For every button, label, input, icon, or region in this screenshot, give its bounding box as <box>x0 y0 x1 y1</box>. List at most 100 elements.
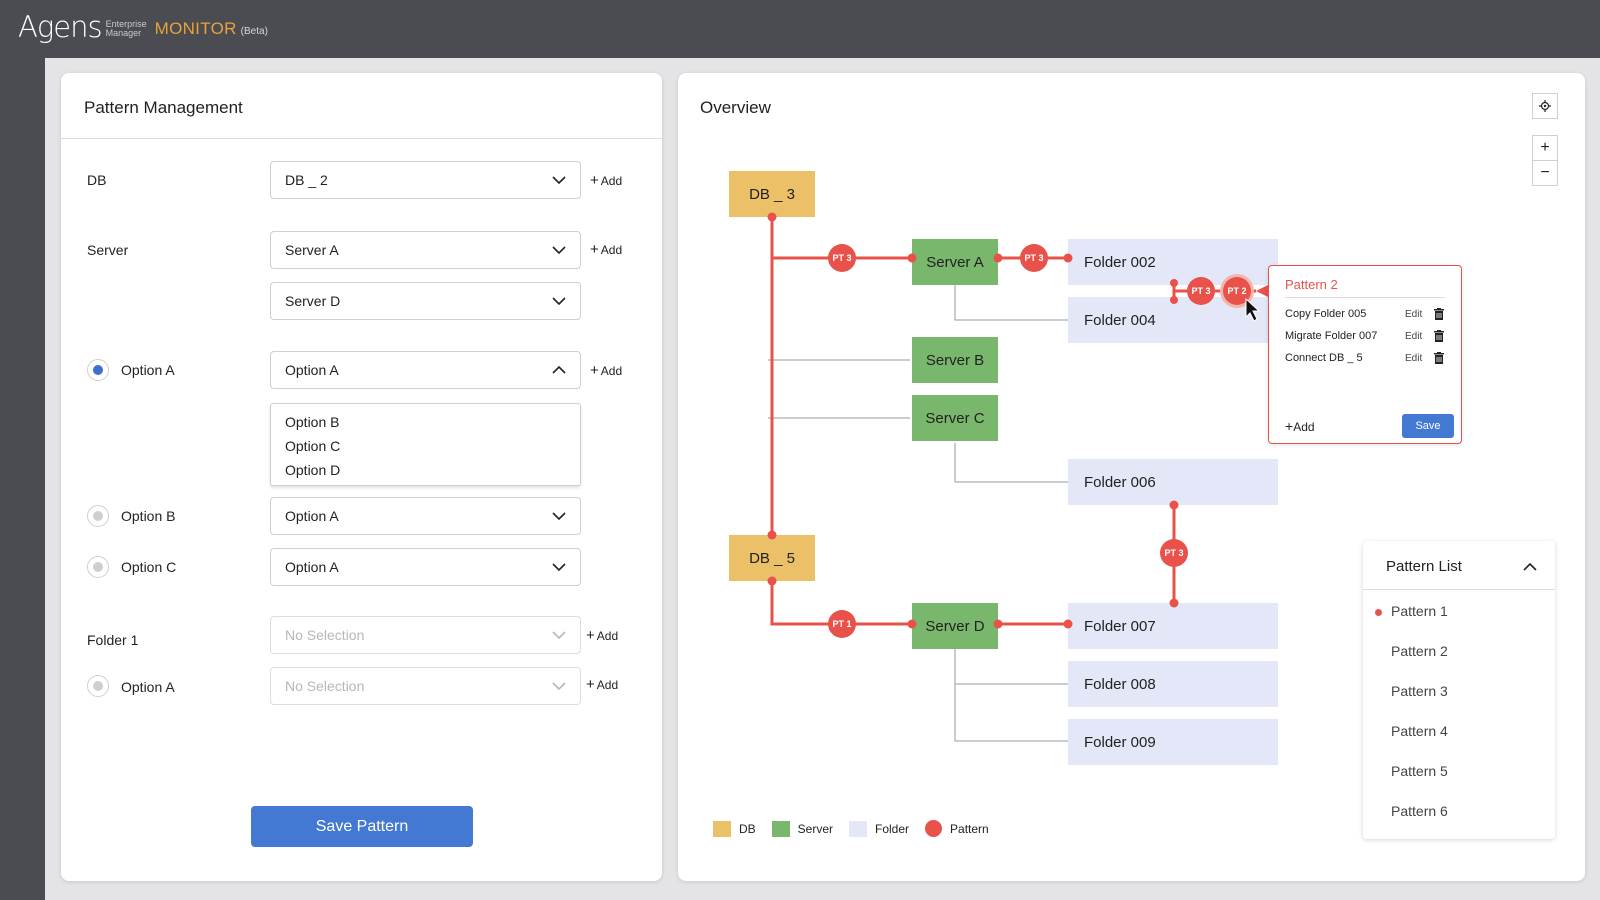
db-nodes: DB _ 3 DB _ 5 <box>729 171 815 581</box>
folder-option-select-value: No Selection <box>285 678 365 694</box>
folder-node[interactable] <box>1068 719 1278 765</box>
trash-icon[interactable] <box>1433 308 1445 320</box>
option-b-radio[interactable] <box>87 505 109 527</box>
edge-endpoint <box>767 576 777 586</box>
legend-item-server: Server <box>771 820 834 837</box>
trash-icon[interactable] <box>1433 330 1445 342</box>
folder-option-select[interactable]: No Selection <box>270 667 581 705</box>
pattern-badge-label: PT 1 <box>832 619 851 629</box>
pattern-badge-selected[interactable] <box>1223 277 1251 305</box>
db-select[interactable]: DB _ 2 <box>270 161 581 199</box>
folder-node[interactable] <box>1068 661 1278 707</box>
db-node[interactable] <box>729 171 815 217</box>
server-node-label: Server B <box>926 352 984 369</box>
pattern-badge[interactable] <box>828 610 856 638</box>
dropdown-option[interactable]: Option D <box>285 462 341 478</box>
edge-endpoint <box>1063 253 1073 263</box>
folder-node-label: Folder 007 <box>1084 618 1156 635</box>
folder-option-add-button[interactable]: +Add <box>586 676 618 693</box>
folder-option-a-radio[interactable] <box>87 675 109 697</box>
server-node[interactable] <box>912 239 998 285</box>
option-c-radio[interactable] <box>87 556 109 578</box>
legend-label: Pattern <box>950 821 989 836</box>
popup-edit-button[interactable]: Edit <box>1405 309 1423 320</box>
folder-node[interactable] <box>1068 459 1278 505</box>
server-node-label: Server D <box>925 618 984 635</box>
popup-row: Connect DB _ 5 Edit <box>1285 352 1455 364</box>
plus-icon: + <box>590 241 599 258</box>
folder-node-label: Folder 008 <box>1084 676 1156 693</box>
gray-connectors <box>768 285 1068 742</box>
option-a-select[interactable]: Option A <box>270 351 581 389</box>
edge-endpoint <box>767 212 777 222</box>
option-c-select[interactable]: Option A <box>270 548 581 586</box>
pattern-badge[interactable] <box>828 244 856 272</box>
mouse-cursor-icon <box>1245 297 1261 322</box>
logo-subtitle-line-2: Manager <box>105 28 142 38</box>
option-a-radio[interactable] <box>87 359 109 381</box>
locate-button[interactable] <box>1532 93 1558 119</box>
db-select-value: DB _ 2 <box>285 172 328 188</box>
server-add-button[interactable]: +Add <box>590 241 622 258</box>
folder-add-button[interactable]: +Add <box>586 627 618 644</box>
server-select-1[interactable]: Server A <box>270 231 581 269</box>
folder-node-label: Folder 006 <box>1084 474 1156 491</box>
server-node[interactable] <box>912 395 998 441</box>
folder-node[interactable] <box>1068 603 1278 649</box>
edge-endpoint <box>1170 296 1178 304</box>
popup-edit-button[interactable]: Edit <box>1405 331 1423 342</box>
legend-swatch <box>771 820 790 837</box>
edge-endpoint <box>1170 279 1178 287</box>
pattern-badge[interactable] <box>1187 277 1215 305</box>
pattern-list-item[interactable]: Pattern 2 <box>1391 643 1448 659</box>
dropdown-option[interactable]: Option C <box>285 438 341 454</box>
popup-row: Migrate Folder 007 Edit <box>1285 330 1455 342</box>
zoom-out-button[interactable]: − <box>1532 160 1558 186</box>
dropdown-option[interactable]: Option B <box>285 414 340 430</box>
pattern-popup: Pattern 2 Copy Folder 005 Edit Migrate F… <box>1268 265 1462 444</box>
legend-label: Server <box>797 821 834 836</box>
pattern-list-title: Pattern List <box>1386 558 1462 575</box>
edge-endpoint <box>1063 619 1073 629</box>
zoom-in-button[interactable]: + <box>1532 135 1558 161</box>
pattern-list-panel: Pattern List Pattern 1 Pattern 2 Pattern… <box>1363 541 1555 839</box>
option-a-add-button[interactable]: +Add <box>590 362 622 379</box>
save-pattern-button[interactable]: Save Pattern <box>251 806 473 847</box>
pattern-badge[interactable] <box>1020 244 1048 272</box>
option-b-select-value: Option A <box>285 508 339 524</box>
pattern-badges: PT 3 PT 3 PT 3 PT 2 PT 3 PT 1 <box>828 244 1254 638</box>
app-logo[interactable]: Agens Enterprise Manager MONITOR (Beta) <box>18 10 268 44</box>
folder-select[interactable]: No Selection <box>270 616 581 654</box>
chevron-down-icon <box>552 682 566 691</box>
legend-item-pattern: Pattern <box>925 820 989 837</box>
pattern-list-item[interactable]: Pattern 6 <box>1391 803 1448 819</box>
trash-icon[interactable] <box>1433 352 1445 364</box>
edge-endpoint <box>767 530 777 540</box>
server-node-label: Server C <box>925 410 984 427</box>
popup-save-button[interactable]: Save <box>1402 414 1454 438</box>
popup-edit-button[interactable]: Edit <box>1405 353 1423 364</box>
popup-pointer <box>1256 285 1268 297</box>
server-node[interactable] <box>912 337 998 383</box>
popup-add-button[interactable]: +Add <box>1285 418 1315 434</box>
folder-select-value: No Selection <box>285 627 365 643</box>
pattern-badge-label: PT 3 <box>1024 253 1043 263</box>
server-select-2[interactable]: Server D <box>270 282 581 320</box>
legend-swatch <box>713 820 731 837</box>
db-node[interactable] <box>729 535 815 581</box>
pattern-badge[interactable] <box>1160 539 1188 567</box>
connector-line <box>954 649 1068 685</box>
db-label: DB <box>87 172 107 188</box>
pattern-badge-label: PT 2 <box>1227 286 1246 296</box>
pattern-list-item[interactable]: Pattern 4 <box>1391 723 1448 739</box>
pattern-badge-label: PT 3 <box>1164 548 1183 558</box>
server-node[interactable] <box>912 603 998 649</box>
chevron-up-icon[interactable] <box>1523 560 1537 574</box>
edge-endpoints <box>767 212 1179 629</box>
pattern-list-item[interactable]: Pattern 1 <box>1391 603 1448 619</box>
pattern-list-item[interactable]: Pattern 5 <box>1391 763 1448 779</box>
logo-subtitle: Enterprise Manager <box>106 20 147 38</box>
db-add-button[interactable]: +Add <box>590 172 622 189</box>
option-b-select[interactable]: Option A <box>270 497 581 535</box>
pattern-list-item[interactable]: Pattern 3 <box>1391 683 1448 699</box>
